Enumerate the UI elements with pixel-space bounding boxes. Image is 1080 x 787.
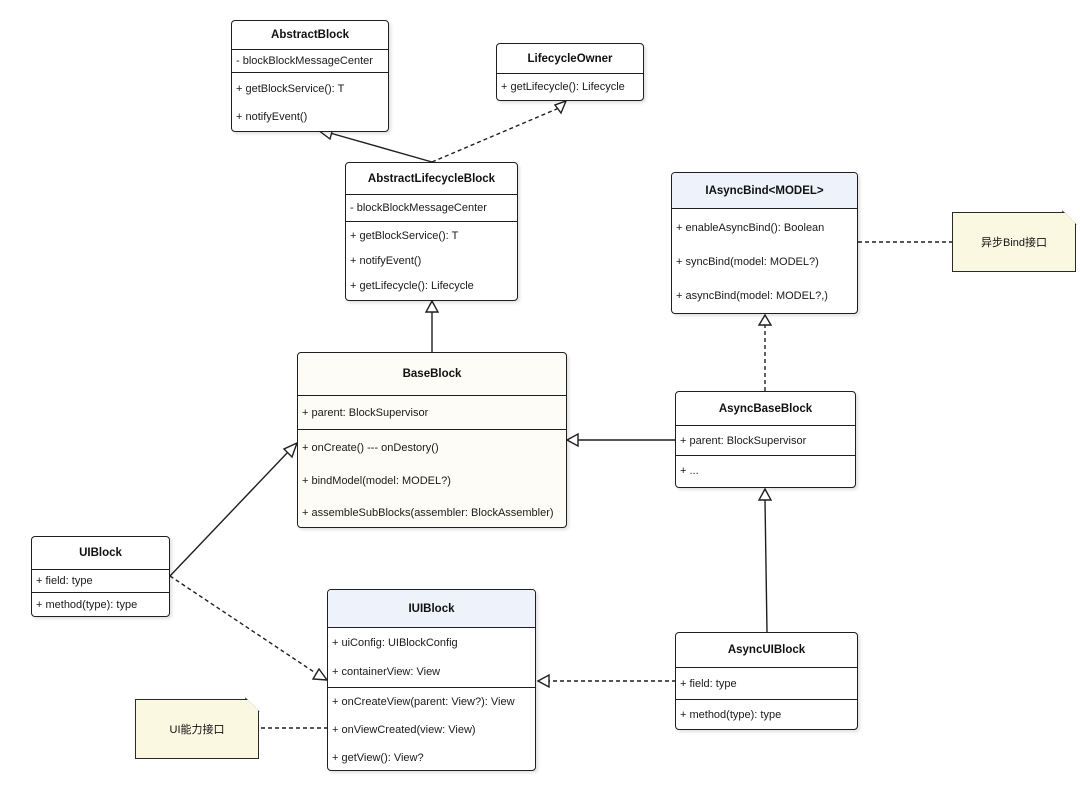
arrowhead-hollow [424, 299, 440, 313]
note-text: 异步Bind接口 [980, 237, 1048, 249]
methods-section: + getBlockService(): T + notifyEvent() [232, 73, 388, 131]
class-lifecycleowner[interactable]: LifecycleOwner + getLifecycle(): Lifecyc… [496, 43, 644, 101]
edge-uiblock-extends-baseblock [169, 451, 289, 577]
edge-uiblock-implements-iuiblock [169, 575, 318, 675]
field: + parent: BlockSupervisor [680, 434, 807, 447]
method: + asyncBind(model: MODEL?,) [676, 289, 828, 302]
field: + field: type [680, 677, 737, 690]
class-name: BaseBlock [298, 353, 566, 396]
method: + getBlockService(): T [236, 83, 345, 95]
method: + assembleSubBlocks(assembler: BlockAsse… [302, 506, 554, 519]
class-name: LifecycleOwner [497, 44, 643, 74]
method: + notifyEvent() [350, 254, 422, 267]
class-iuiblock[interactable]: IUIBlock + uiConfig: UIBlockConfig + con… [327, 589, 536, 771]
methods-section: + onCreate() --- onDestory() + bindModel… [298, 430, 566, 527]
class-name: AbstractLifecycleBlock [346, 163, 517, 195]
class-baseblock[interactable]: BaseBlock + parent: BlockSupervisor + on… [297, 352, 567, 528]
method: + method(type): type [680, 708, 782, 721]
methods-section: + enableAsyncBind(): Boolean + syncBind(… [672, 209, 857, 312]
fields-section: + field: type [32, 570, 169, 593]
class-abstractlifecycleblock[interactable]: AbstractLifecycleBlock - blockBlockMessa… [345, 162, 518, 301]
class-abstractblock[interactable]: AbstractBlock - blockBlockMessageCenter … [231, 20, 389, 132]
note-ui-capability: UI能力接口 [135, 699, 259, 759]
method: + onViewCreated(view: View) [332, 724, 476, 736]
edge-asyncuiblock-extends-asyncbaseblock [764, 499, 768, 633]
method: + getLifecycle(): Lifecycle [350, 279, 474, 292]
arrowhead-hollow [553, 99, 568, 115]
method: + getLifecycle(): Lifecycle [501, 81, 625, 93]
fields-section: + parent: BlockSupervisor [298, 396, 566, 430]
note-text: UI能力接口 [169, 724, 225, 736]
field: - blockBlockMessageCenter [236, 55, 373, 67]
method: + onCreateView(parent: View?): View [332, 696, 515, 708]
method: + onCreate() --- onDestory() [302, 442, 439, 454]
arrowhead-hollow [536, 673, 550, 689]
class-asyncbaseblock[interactable]: AsyncBaseBlock + parent: BlockSupervisor… [675, 391, 856, 488]
method: + notifyEvent() [236, 111, 308, 123]
arrowhead-hollow [757, 487, 773, 501]
note-async-bind: 异步Bind接口 [952, 212, 1076, 272]
arrowhead-hollow [565, 432, 579, 448]
methods-section: + onCreateView(parent: View?): View + on… [328, 688, 535, 770]
class-uiblock[interactable]: UIBlock + field: type + method(type): ty… [31, 536, 170, 617]
method: + enableAsyncBind(): Boolean [676, 221, 825, 234]
arrowhead-hollow [282, 441, 299, 459]
methods-section: + getLifecycle(): Lifecycle [497, 74, 643, 100]
method: + getBlockService(): T [350, 229, 459, 242]
arrowhead-hollow [757, 313, 773, 326]
arrowhead-hollow [311, 667, 329, 681]
field: + uiConfig: UIBlockConfig [332, 637, 458, 649]
methods-section: + method(type): type [32, 593, 169, 616]
class-name: AbstractBlock [232, 21, 388, 50]
fields-section: + parent: BlockSupervisor [676, 426, 855, 456]
fields-section: + uiConfig: UIBlockConfig + containerVie… [328, 628, 535, 688]
class-iasyncbind[interactable]: IAsyncBind<MODEL> + enableAsyncBind(): B… [671, 172, 858, 314]
field: + containerView: View [332, 665, 441, 678]
fields-section: + field: type [676, 668, 857, 700]
field: + field: type [36, 575, 93, 587]
methods-section: + method(type): type [676, 700, 857, 729]
method: + ... [680, 465, 699, 477]
field: - blockBlockMessageCenter [350, 202, 487, 214]
method: + bindModel(model: MODEL?) [302, 474, 451, 487]
class-name: UIBlock [32, 537, 169, 570]
method: + method(type): type [36, 598, 138, 611]
class-name: IUIBlock [328, 590, 535, 628]
class-name: AsyncUIBlock [676, 633, 857, 668]
class-asyncuiblock[interactable]: AsyncUIBlock + field: type + method(type… [675, 632, 858, 730]
fields-section: - blockBlockMessageCenter [232, 50, 388, 73]
fields-section: - blockBlockMessageCenter [346, 195, 517, 222]
edge-abstractlifecycleblock-extends-abstractblock [329, 132, 433, 163]
class-name: AsyncBaseBlock [676, 392, 855, 426]
methods-section: + ... [676, 456, 855, 486]
method: + getView(): View? [332, 752, 424, 764]
field: + parent: BlockSupervisor [302, 406, 429, 419]
edge-abstractlifecycleblock-implements-lifecycleowner [431, 107, 560, 163]
methods-section: + getBlockService(): T + notifyEvent() +… [346, 222, 517, 298]
method: + syncBind(model: MODEL?) [676, 255, 819, 268]
class-name: IAsyncBind<MODEL> [672, 173, 857, 209]
